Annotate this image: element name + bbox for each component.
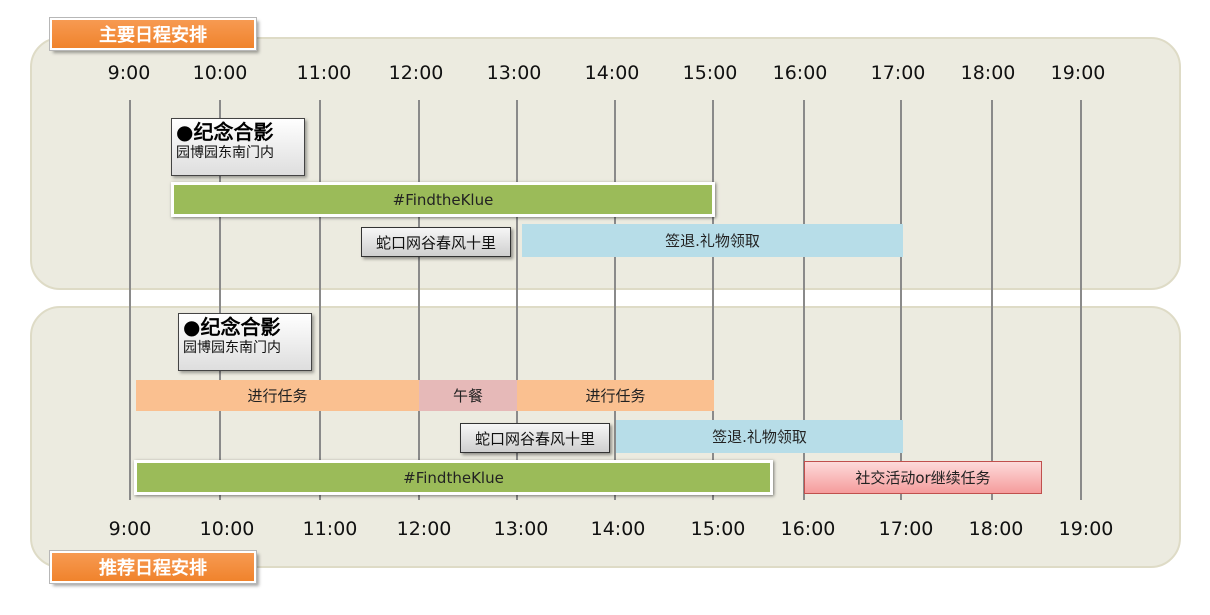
bottom-tick-label: 12:00 xyxy=(396,518,452,540)
hour-line-10 xyxy=(219,100,221,500)
rec-shekou-box: 蛇口网谷春风十里 xyxy=(460,423,610,453)
top-tick-label: 13:00 xyxy=(486,62,542,84)
bottom-tick-label: 19:00 xyxy=(1058,518,1114,540)
main-schedule-tag: 主要日程安排 xyxy=(49,17,257,51)
hour-line-13 xyxy=(516,100,518,500)
main-photo-title: ●纪念合影 xyxy=(176,120,274,144)
hour-line-12 xyxy=(418,100,420,500)
bottom-tick-label: 9:00 xyxy=(108,518,152,540)
rec-lunch-bar: 午餐 xyxy=(419,380,517,411)
rec-photo-location: 园博园东南门内 xyxy=(183,340,281,356)
recommended-schedule-tag: 推荐日程安排 xyxy=(49,550,257,584)
bottom-tick-label: 13:00 xyxy=(493,518,549,540)
rec-findtheklue-bar: #FindtheKlue xyxy=(134,460,773,495)
top-tick-label: 18:00 xyxy=(960,62,1016,84)
rec-task-bar-2: 进行任务 xyxy=(517,380,714,411)
top-tick-label: 16:00 xyxy=(772,62,828,84)
top-tick-label: 17:00 xyxy=(870,62,926,84)
main-findtheklue-bar: #FindtheKlue xyxy=(171,182,715,217)
bottom-tick-label: 15:00 xyxy=(690,518,746,540)
main-photo-location: 园博园东南门内 xyxy=(176,145,274,161)
rec-photo-box: ●纪念合影 园博园东南门内 xyxy=(178,313,312,371)
top-tick-label: 11:00 xyxy=(296,62,352,84)
bottom-tick-label: 10:00 xyxy=(199,518,255,540)
top-tick-label: 15:00 xyxy=(682,62,738,84)
bottom-tick-label: 18:00 xyxy=(968,518,1024,540)
hour-line-18 xyxy=(991,100,993,500)
hour-line-19 xyxy=(1080,100,1082,500)
main-checkout-bar: 签退.礼物领取 xyxy=(522,224,903,257)
hour-line-9 xyxy=(129,100,131,500)
main-photo-box: ●纪念合影 园博园东南门内 xyxy=(171,118,305,176)
top-tick-label: 10:00 xyxy=(192,62,248,84)
hour-line-15 xyxy=(712,100,714,500)
hour-line-16 xyxy=(803,100,805,500)
top-tick-label: 14:00 xyxy=(584,62,640,84)
rec-task-bar-1: 进行任务 xyxy=(136,380,419,411)
rec-social-bar: 社交活动or继续任务 xyxy=(804,461,1042,494)
main-shekou-box: 蛇口网谷春风十里 xyxy=(361,227,511,257)
bottom-tick-label: 11:00 xyxy=(302,518,358,540)
rec-checkout-bar: 签退.礼物领取 xyxy=(616,420,903,453)
top-tick-label: 12:00 xyxy=(388,62,444,84)
bottom-tick-label: 14:00 xyxy=(590,518,646,540)
hour-line-17 xyxy=(900,100,902,500)
bottom-tick-label: 16:00 xyxy=(780,518,836,540)
hour-line-11 xyxy=(319,100,321,500)
hour-line-14 xyxy=(614,100,616,500)
bottom-tick-label: 17:00 xyxy=(878,518,934,540)
top-tick-label: 9:00 xyxy=(107,62,151,84)
rec-photo-title: ●纪念合影 xyxy=(183,315,281,339)
top-tick-label: 19:00 xyxy=(1050,62,1106,84)
